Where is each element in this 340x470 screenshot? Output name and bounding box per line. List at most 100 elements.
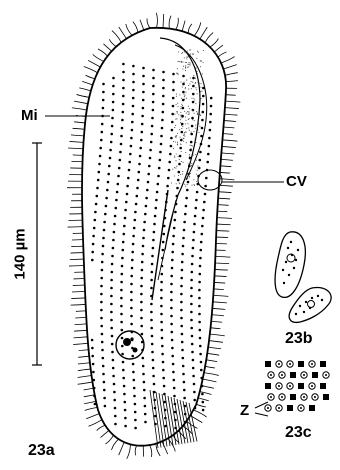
cilium: [206, 360, 217, 362]
inset-dot: [282, 269, 284, 271]
cilium: [217, 224, 231, 225]
stipple-dot: [179, 182, 180, 183]
cilia-base-dot: [175, 203, 178, 206]
stipple-dot: [180, 144, 181, 145]
cilia-base-dot: [179, 147, 182, 150]
stipple-dot: [191, 88, 192, 89]
cilia-base-dot: [200, 143, 203, 146]
stipple-dot: [196, 71, 197, 72]
cilia-base-dot: [152, 69, 155, 72]
cilia-base-dot: [190, 279, 193, 282]
cilia-base-dot: [140, 301, 143, 304]
cilium: [73, 343, 88, 344]
cilia-base-dot: [102, 245, 105, 248]
cilia-base-dot: [124, 209, 127, 212]
cilium: [89, 420, 102, 427]
stipple-dot: [187, 50, 188, 51]
inset-dot: [288, 274, 290, 276]
stipple-dot: [181, 161, 182, 162]
cilium: [73, 128, 85, 129]
cilium: [75, 324, 87, 325]
cilia-base-dot: [131, 113, 134, 116]
cilia-base-dot: [199, 273, 202, 276]
stipple-dot: [189, 173, 190, 174]
cilia-base-dot: [152, 93, 155, 96]
cilium: [222, 140, 237, 141]
cilia-base-dot: [193, 223, 196, 226]
cilia-base-dot: [122, 241, 125, 244]
stipple-dot: [181, 125, 182, 126]
inset-dot: [290, 241, 292, 243]
cilia-base-dot: [132, 73, 135, 76]
cilium: [225, 108, 239, 109]
cilia-base-dot: [176, 187, 179, 190]
cilium: [220, 166, 231, 167]
cilia-base-dot: [126, 193, 129, 196]
inset-dot: [287, 247, 289, 249]
cilium: [156, 444, 160, 456]
cilia-base-dot: [171, 129, 174, 132]
stipple-dot: [190, 54, 191, 55]
cilia-base-dot: [91, 339, 94, 342]
granule-core: [314, 396, 316, 398]
cilia-base-dot: [102, 99, 105, 102]
cilia-base-dot: [149, 149, 152, 152]
cilia-base-dot: [181, 333, 184, 336]
cilia-base-dot: [202, 87, 205, 90]
cilia-base-dot: [122, 377, 125, 380]
cilia-base-dot: [91, 347, 94, 350]
stipple-dot: [185, 62, 186, 63]
label-micronucleus: Mi: [21, 108, 38, 123]
cilia-base-dot: [140, 309, 143, 312]
cilia-base-dot: [110, 287, 113, 290]
cilia-base-dot: [199, 345, 202, 348]
cilium: [225, 101, 240, 102]
stipple-dot: [199, 83, 200, 84]
stipple-dot: [190, 173, 191, 174]
figure-label-23b: 23b: [285, 331, 313, 347]
stipple-dot: [198, 132, 199, 133]
cilia-base-dot: [96, 187, 99, 190]
granule-dark: [265, 383, 271, 389]
cilia-base-dot: [162, 103, 165, 106]
stipple-dot: [189, 176, 190, 177]
stipple-dot: [187, 111, 188, 112]
stipple-dot: [190, 49, 191, 50]
cilia-base-dot: [112, 247, 115, 250]
cilia-base-dot: [142, 365, 145, 368]
cilium: [69, 266, 84, 267]
stipple-dot: [175, 141, 176, 142]
cilia-base-dot: [161, 353, 164, 356]
granule-core: [303, 396, 305, 398]
cilium: [71, 298, 85, 299]
cilia-base-dot: [110, 327, 113, 330]
stipple-dot: [192, 54, 193, 55]
cilia-base-dot: [95, 203, 98, 206]
cilia-base-dot: [190, 319, 193, 322]
cilia-base-dot: [138, 163, 141, 166]
cilia-base-dot: [182, 107, 185, 110]
cilia-base-dot: [142, 83, 145, 86]
cilia-base-dot: [127, 177, 130, 180]
granule-core: [325, 374, 327, 376]
cilia-base-dot: [200, 377, 203, 380]
stipple-dot: [177, 180, 178, 181]
cilium: [225, 73, 238, 76]
cilia-base-dot: [206, 169, 209, 172]
cilia-base-dot: [130, 323, 133, 326]
cilia-base-dot: [210, 105, 213, 108]
cilia-base-dot: [117, 183, 120, 186]
cilium: [71, 135, 84, 136]
cilia-base-dot: [130, 283, 133, 286]
cilia-base-dot: [162, 369, 165, 372]
stipple-dot: [189, 49, 190, 50]
cilia-base-dot: [98, 171, 101, 174]
cilia-base-dot: [122, 79, 125, 82]
cilia-base-dot: [159, 159, 162, 162]
cilia-base-dot: [192, 367, 195, 370]
stipple-dot: [180, 119, 181, 120]
cilium: [220, 172, 230, 173]
cilium: [103, 44, 111, 51]
cilium: [78, 382, 93, 384]
cilium: [188, 24, 192, 33]
